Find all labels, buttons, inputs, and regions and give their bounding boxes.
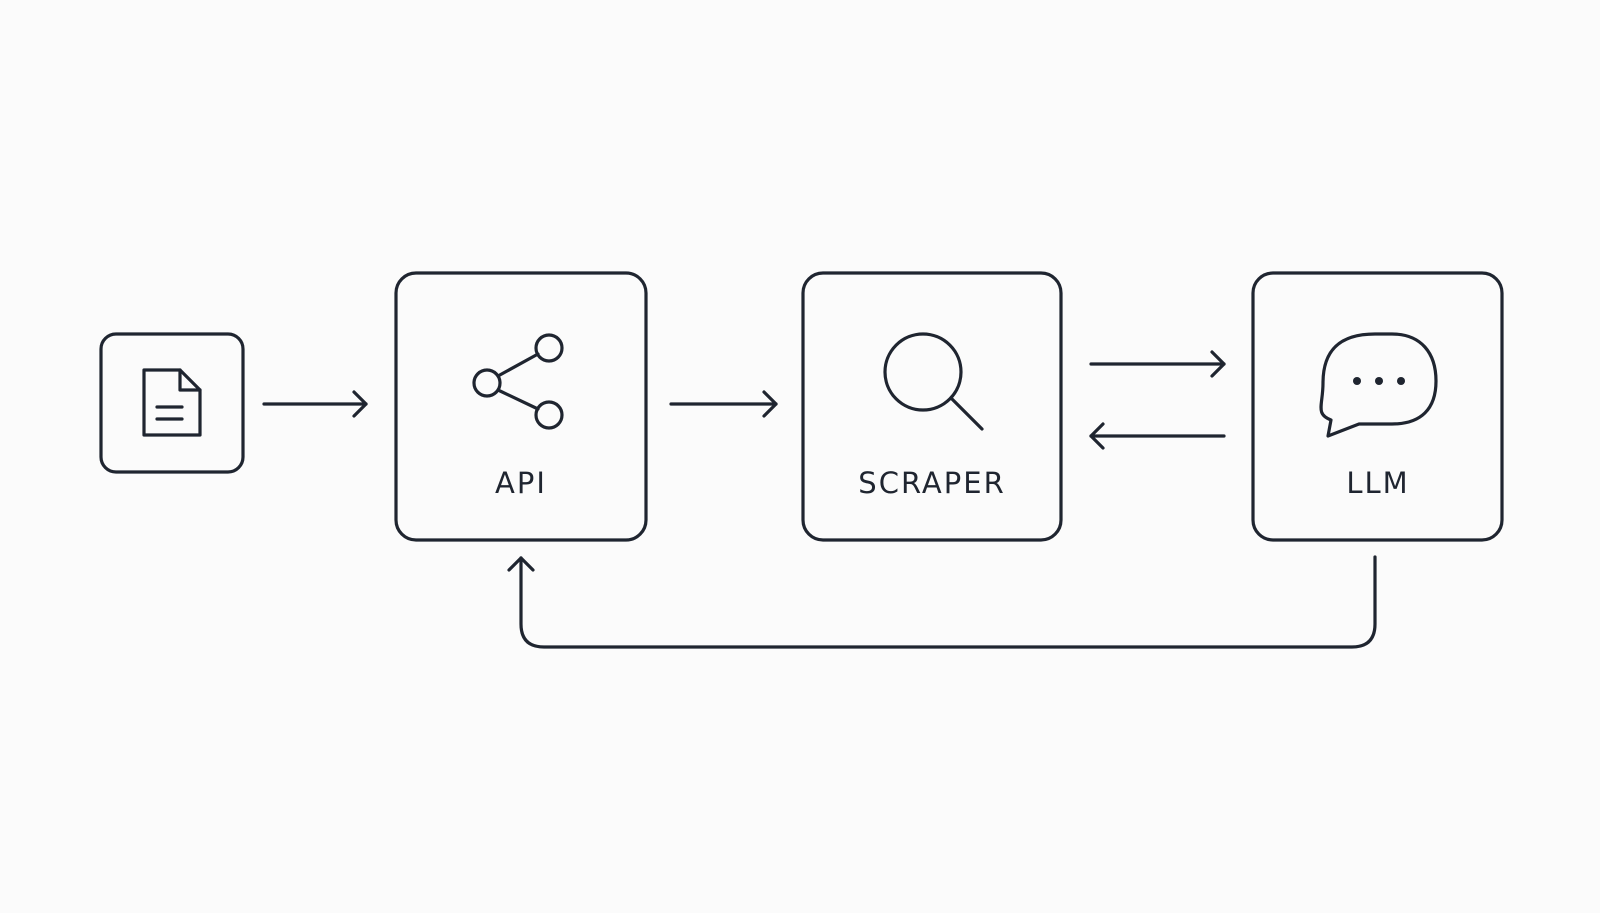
edge-document-to-api [262, 390, 368, 418]
node-llm-label: LLM [1346, 466, 1409, 500]
node-api-label: API [495, 466, 547, 500]
chat-bubble-icon [1319, 332, 1438, 438]
node-api [394, 271, 648, 542]
node-document-box [99, 332, 245, 474]
node-llm-box [1251, 271, 1504, 542]
node-scraper [801, 271, 1063, 542]
edge-llm-to-scraper [1089, 422, 1226, 450]
node-llm [1251, 271, 1504, 542]
edge-llm-to-api [507, 555, 1377, 649]
document-icon [142, 368, 202, 437]
node-scraper-label: SCRAPER [858, 466, 1005, 500]
node-api-box [394, 271, 648, 542]
edge-scraper-to-llm [1089, 350, 1226, 378]
chat-dots [1353, 377, 1405, 385]
node-scraper-box [801, 271, 1063, 542]
search-icon [883, 332, 984, 431]
share-icon [472, 333, 564, 430]
edge-api-to-scraper [669, 390, 778, 418]
node-document [99, 332, 245, 474]
